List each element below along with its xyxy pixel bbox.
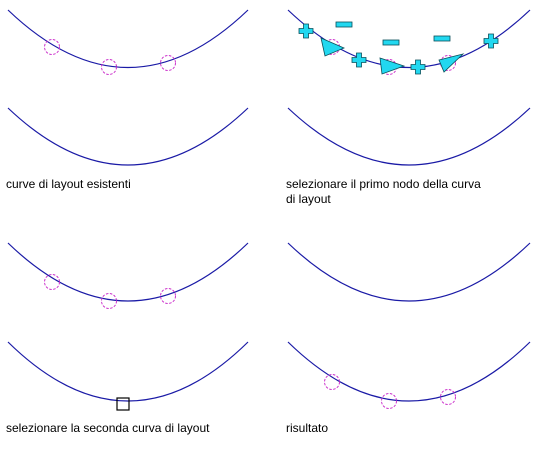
caption-select-first-node: selezionare il primo nodo della curva di… [286, 177, 481, 206]
layout-curve-upper [7, 242, 249, 302]
layout-curve-lower [7, 107, 249, 166]
add-node-grip-icon[interactable] [298, 23, 314, 39]
caption-select-second-curve: selezionare la seconda curva di layout [6, 421, 210, 435]
curve-node-marker [160, 55, 176, 71]
curve-node-marker [44, 39, 60, 55]
remove-node-grip-icon[interactable] [335, 21, 353, 28]
curve-node-marker [440, 55, 456, 71]
curve-node-marker [381, 393, 397, 409]
panel-select-first-node [287, 9, 531, 166]
curve-node-marker [44, 274, 60, 290]
panel-existing-curves [7, 9, 249, 166]
curve-node-marker [440, 389, 456, 405]
pick-box-cursor [116, 397, 130, 411]
layout-curve-upper [7, 9, 249, 69]
add-node-grip-icon[interactable] [351, 52, 367, 68]
panel-select-second-curve [7, 242, 249, 411]
add-node-grip-icon[interactable] [483, 33, 499, 49]
layout-curve-upper [287, 9, 531, 69]
direction-arrow-grip-icon[interactable] [320, 37, 346, 57]
layout-curve-lower [287, 107, 531, 166]
curve-node-marker [160, 288, 176, 304]
curve-node-marker [101, 293, 117, 309]
curve-node-marker [324, 374, 340, 390]
remove-node-grip-icon[interactable] [382, 39, 400, 46]
caption-existing-curves: curve di layout esistenti [6, 177, 131, 191]
layout-curve-upper [287, 242, 531, 302]
panel-result [287, 242, 531, 409]
direction-arrow-grip-icon[interactable] [438, 53, 465, 73]
curve-node-marker [101, 59, 117, 75]
layout-curve-lower [287, 341, 531, 402]
direction-arrow-grip-icon[interactable] [379, 57, 406, 75]
add-node-grip-icon[interactable] [410, 59, 426, 75]
caption-result: risultato [286, 421, 329, 435]
remove-node-grip-icon[interactable] [433, 35, 451, 42]
layout-curve-lower [7, 341, 249, 402]
